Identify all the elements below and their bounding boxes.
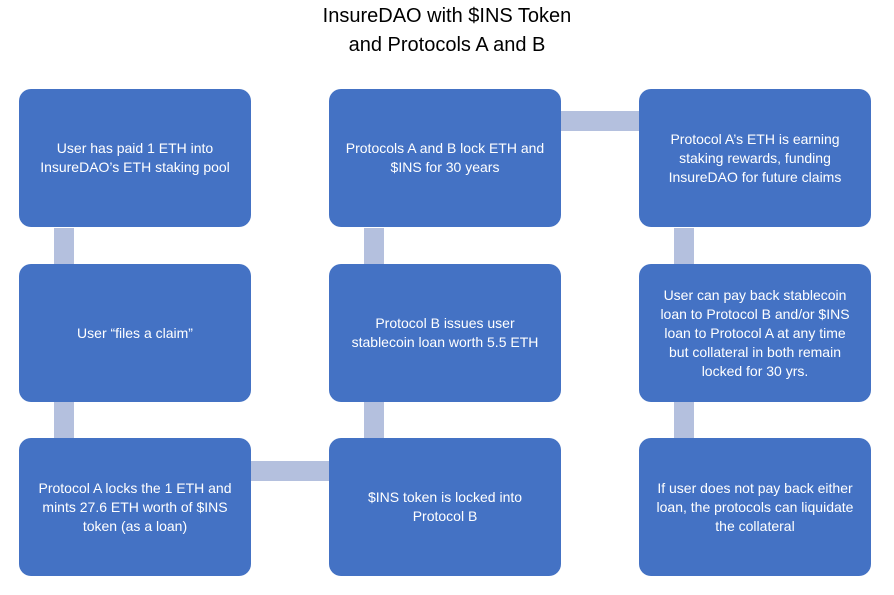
connector-row3-col1-col2 [251,461,329,481]
box-protocol-b-issues: Protocol B issues user stablecoin loan w… [329,264,561,402]
box-protocol-b-issues-text: Protocol B issues user stablecoin loan w… [351,315,539,350]
connector-col2-bottom [364,402,384,439]
connector-col3-bottom [674,402,694,439]
box-files-claim: User “files a claim” [19,264,251,402]
box-staking-rewards-text: Protocol A’s ETH is earning staking rewa… [668,130,842,185]
box-user-paid-text: User has paid 1 ETH into InsureDAO’s ETH… [40,140,230,175]
box-staking-rewards: Protocol A’s ETH is earning staking rewa… [639,89,871,227]
box-ins-locked-text: $INS token is locked into Protocol B [367,489,523,524]
connector-col2-top [364,228,384,265]
box-protocol-a-locks: Protocol A locks the 1 ETH and mints 27.… [19,438,251,576]
box-pay-back-text: User can pay back stablecoin loan to Pro… [660,286,850,379]
title-line-2: and Protocols A and B [348,34,546,56]
box-pay-back: User can pay back stablecoin loan to Pro… [639,264,871,402]
box-ins-locked: $INS token is locked into Protocol B [329,438,561,576]
connector-col1-top [54,228,74,265]
connector-col3-top [674,228,694,265]
connector-col1-bottom [54,402,74,439]
box-not-pay-back: If user does not pay back either loan, t… [639,438,871,576]
box-files-claim-text: User “files a claim” [77,324,193,341]
box-protocol-a-locks-text: Protocol A locks the 1 ETH and mints 27.… [38,479,232,534]
title-line-1: InsureDAO with $INS Token [322,5,572,27]
box-user-paid: User has paid 1 ETH into InsureDAO’s ETH… [19,89,251,227]
box-not-pay-back-text: If user does not pay back either loan, t… [656,479,854,534]
box-protocols-lock: Protocols A and B lock ETH and $INS for … [329,89,561,227]
diagram-title: InsureDAO with $INS Token and Protocols … [0,0,894,60]
connector-row1-col2-col3 [561,111,639,131]
box-protocols-lock-text: Protocols A and B lock ETH and $INS for … [345,140,545,175]
